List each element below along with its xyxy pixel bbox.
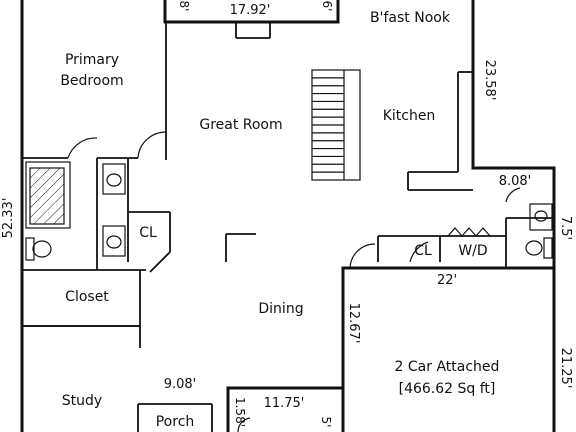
room-label-wd: W/D: [458, 243, 487, 259]
room-label-primary-2: Bedroom: [60, 73, 123, 89]
dim-left-side: 52.33': [1, 198, 16, 239]
door-wd-bifold: [447, 227, 491, 237]
doors: [67, 131, 521, 432]
room-label-kitchen: Kitchen: [383, 108, 436, 124]
dim-garage-left: 12.67': [346, 303, 361, 344]
stair-steps: [312, 77, 344, 173]
room-label-laundry-cl: CL: [414, 243, 432, 259]
dim-bottom-small-right: 5': [319, 417, 333, 428]
staircase: [311, 69, 361, 181]
room-label-closet: Closet: [65, 289, 109, 305]
laundry-sink-icon: [534, 210, 548, 222]
room-label-garage-1: 2 Car Attached: [395, 359, 500, 375]
dim-garage-right: 21.25': [558, 348, 573, 389]
dim-garage-width: 22': [437, 273, 457, 288]
laundry-toilet-bowl-icon: [525, 240, 543, 256]
sink-bottom-icon: [106, 235, 122, 249]
shower-grid: [29, 167, 65, 225]
room-label-garage-2: [466.62 Sq ft]: [399, 381, 496, 397]
dim-study-width: 9.08': [164, 377, 197, 392]
dim-top-left-small: 8': [177, 1, 191, 12]
dim-kitchen-side: 23.58': [482, 60, 497, 101]
toilet-bowl-icon: [32, 240, 52, 258]
fixtures: [25, 161, 553, 261]
outer-walls: [20, 0, 556, 432]
door-dining: [349, 243, 376, 269]
vanity-top: [102, 163, 126, 195]
shower: [25, 161, 71, 229]
door-laundry-bath: [505, 187, 521, 203]
laundry-sink-box: [529, 203, 553, 231]
laundry-toilet-tank-icon: [543, 237, 553, 259]
room-label-bfast-nook: B'fast Nook: [370, 10, 451, 26]
room-label-great-room: Great Room: [199, 117, 282, 133]
door-bath: [67, 137, 98, 159]
vanity-bottom: [102, 225, 126, 257]
door-bottom-porch: [237, 417, 251, 432]
door-bedroom: [137, 131, 167, 159]
toilet-tank-icon: [25, 237, 35, 261]
room-label-study: Study: [62, 393, 102, 409]
dim-bottom-width: 11.75': [264, 396, 305, 411]
wall-cl-bottom: [149, 251, 171, 273]
interior-walls: [22, 22, 554, 432]
dim-bottom-small-left: 1.58': [233, 397, 247, 427]
dim-top-width: 17.92': [230, 3, 271, 18]
sink-top-icon: [106, 173, 122, 187]
room-label-cl: CL: [139, 225, 157, 241]
dim-laundry-side: 7.5': [558, 216, 573, 240]
dim-laundry-width: 8.08': [499, 174, 532, 189]
room-label-primary-1: Primary: [65, 52, 119, 68]
door-laundry-cl: [409, 241, 429, 263]
room-label-porch: Porch: [156, 414, 195, 430]
room-label-dining: Dining: [258, 301, 303, 317]
dim-top-right-small: 6': [320, 1, 334, 12]
